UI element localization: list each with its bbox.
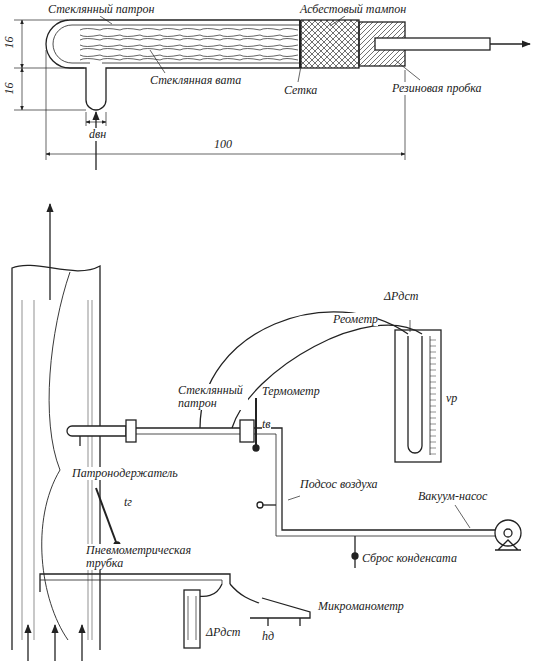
part-label: 100 <box>214 138 232 151</box>
part-label: ΔPдст <box>206 626 240 639</box>
part-label: hд <box>262 630 274 643</box>
part-label: Термометр <box>262 385 320 398</box>
part-label: 16 <box>3 83 16 95</box>
part-label: vр <box>446 392 457 405</box>
part-label: tв <box>262 418 271 431</box>
part-label: Патронодержатель <box>72 467 178 480</box>
part-label: Сетка <box>284 84 317 97</box>
part-label: Стеклянная вата <box>150 74 241 87</box>
part-label: Стеклянный патрон <box>178 384 248 410</box>
part-label: Пневмометрическая трубка <box>86 544 186 570</box>
part-label: dвн <box>89 128 106 141</box>
part-label: Вакуум-насос <box>418 490 487 503</box>
part-label: Резиновая пробка <box>392 82 482 95</box>
part-label: Подсос воздуха <box>300 478 378 491</box>
cartridge-detail <box>14 16 530 170</box>
part-label: 16 <box>3 37 16 49</box>
part-label: tг <box>124 496 132 509</box>
part-label: Сброс конденсата <box>362 552 457 565</box>
part-label: Микроманометр <box>318 600 404 613</box>
part-label: Стеклянный патрон <box>48 3 154 16</box>
part-label: Асбестовый тампон <box>300 3 406 16</box>
test-rig <box>12 204 521 661</box>
part-label: Реометр <box>333 313 378 326</box>
part-label: ΔPдст <box>384 290 418 303</box>
